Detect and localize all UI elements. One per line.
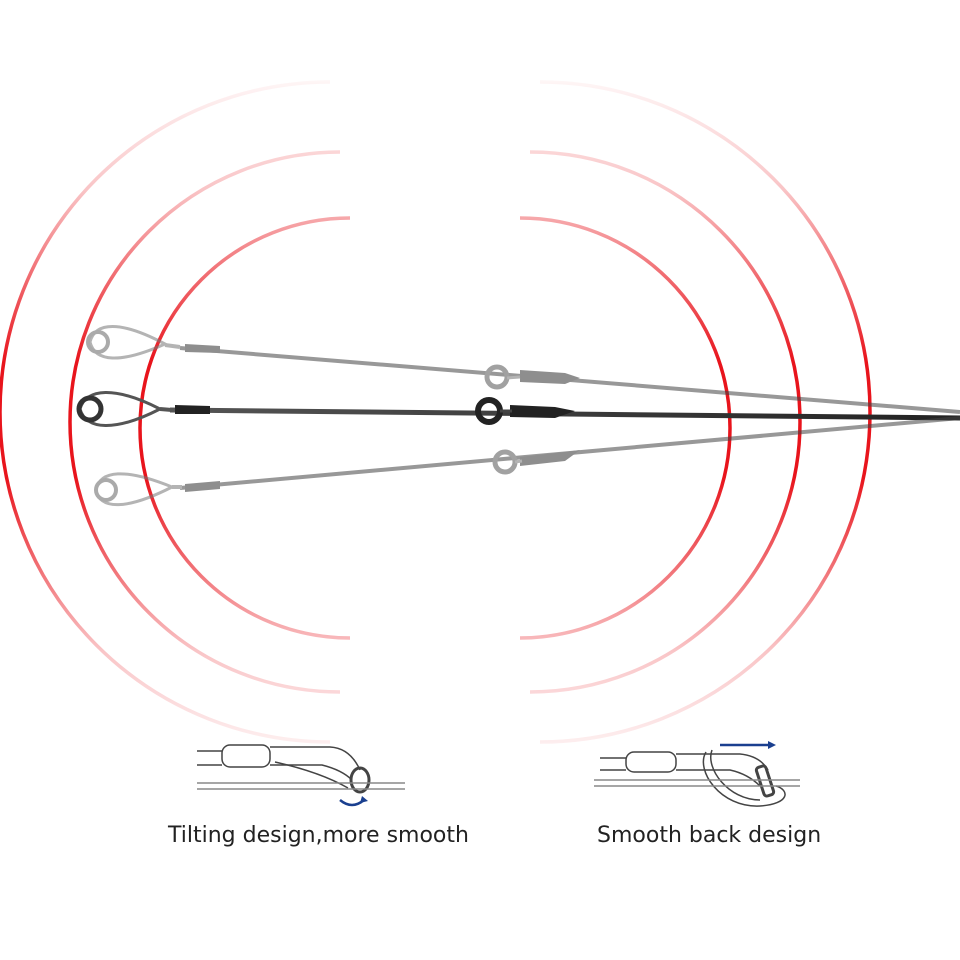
ring-arc-middle-right	[529, 150, 802, 694]
ring-arc-inner-right	[519, 216, 732, 640]
rod-guide-icon	[475, 397, 512, 425]
ring-arc-outer-left	[0, 80, 331, 744]
ring-arc-middle-left	[68, 150, 341, 694]
rod-middle	[76, 391, 960, 427]
tilting-design-diagram	[197, 744, 405, 807]
rod-guide-icon	[76, 391, 173, 427]
rod-guide-icon	[94, 472, 182, 507]
vibration-rings-right	[519, 80, 872, 744]
rod-top	[86, 325, 960, 414]
smooth-back-diagram	[594, 741, 800, 807]
rod-guide-icon	[484, 364, 521, 390]
rod-guide-icon	[492, 449, 523, 475]
ring-arc-inner-left	[138, 216, 351, 640]
caption-tilting-design: Tilting design,more smooth	[168, 823, 469, 848]
caption-smooth-back-design: Smooth back design	[597, 823, 822, 848]
rod-bottom	[94, 416, 960, 507]
ring-arc-outer-right	[539, 80, 872, 744]
vibration-rings-left	[0, 80, 351, 744]
rod-guide-icon	[86, 325, 181, 360]
